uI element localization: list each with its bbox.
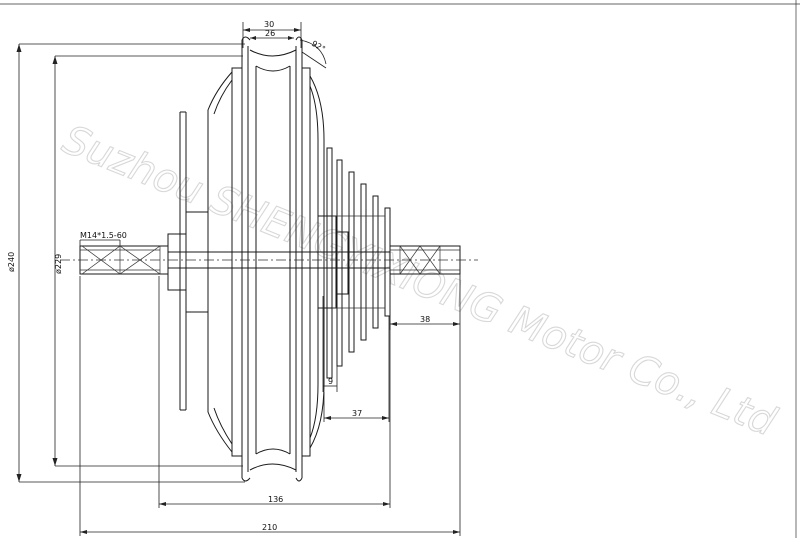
- diameter-240-label: ø240: [7, 252, 16, 272]
- thread-label: M14*1.5-60: [80, 231, 127, 240]
- thread-dimension: [79, 239, 121, 246]
- cassette-37-label: 37: [352, 409, 362, 418]
- top-width-30-dimension: [242, 22, 302, 48]
- cassette-37-dimension: [323, 316, 390, 422]
- top-width-30-label: 30: [264, 20, 274, 29]
- top-width-26-label: 26: [265, 29, 275, 38]
- hub-body: [167, 36, 349, 482]
- watermark-text: Suzhou SHENGYIXIONG Motor Co., Ltd: [56, 117, 782, 446]
- top-width-26-dimension: [250, 36, 294, 40]
- diameter-229-dimension: [52, 55, 243, 467]
- mid-width-136-label: 136: [268, 495, 283, 504]
- total-width-210-label: 210: [262, 523, 277, 532]
- right-axle-38-label: 38: [420, 315, 430, 324]
- mid-width-136-dimension: [158, 276, 391, 508]
- angle-label: 92°: [310, 39, 327, 54]
- angle-dimension: [299, 39, 327, 69]
- total-width-210-dimension: [79, 276, 461, 536]
- diameter-229-label: ø229: [54, 254, 63, 274]
- gap-9-label: 9: [328, 377, 333, 386]
- gap-9-dimension: [322, 296, 338, 392]
- axle: [60, 245, 478, 275]
- diameter-240-dimension: [16, 43, 245, 483]
